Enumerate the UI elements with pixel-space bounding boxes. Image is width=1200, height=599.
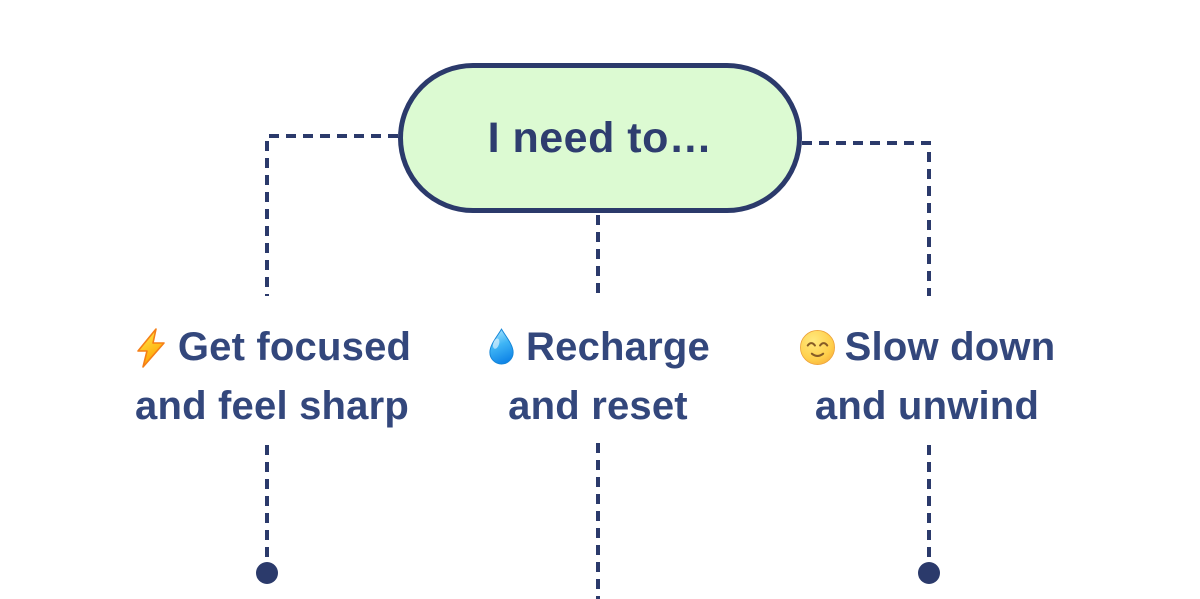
branch-label-line2: and unwind bbox=[814, 384, 1040, 428]
branch-slow-down: Slow down and unwind bbox=[747, 318, 1107, 436]
branch-label-line2: and reset bbox=[508, 384, 688, 428]
root-node: I need to… bbox=[398, 63, 802, 213]
connector-right-top bbox=[802, 141, 931, 296]
branch-label-line2: and feel sharp bbox=[135, 384, 409, 428]
terminal-dot-left bbox=[256, 562, 278, 584]
connector-left-top bbox=[265, 134, 398, 296]
branch-label-line1: Slow down bbox=[844, 325, 1056, 369]
branch-get-focused: Get focused and feel sharp bbox=[92, 318, 452, 436]
branch-label-line1: Get focused bbox=[177, 325, 412, 369]
terminal-dot-right bbox=[918, 562, 940, 584]
branch-recharge: Recharge and reset bbox=[418, 318, 778, 436]
branch-label-line1: Recharge bbox=[526, 325, 710, 369]
relieved-face-icon bbox=[799, 330, 835, 365]
root-title: I need to… bbox=[487, 113, 713, 162]
lightning-bolt-icon bbox=[137, 327, 165, 368]
water-drop-icon bbox=[489, 328, 514, 365]
